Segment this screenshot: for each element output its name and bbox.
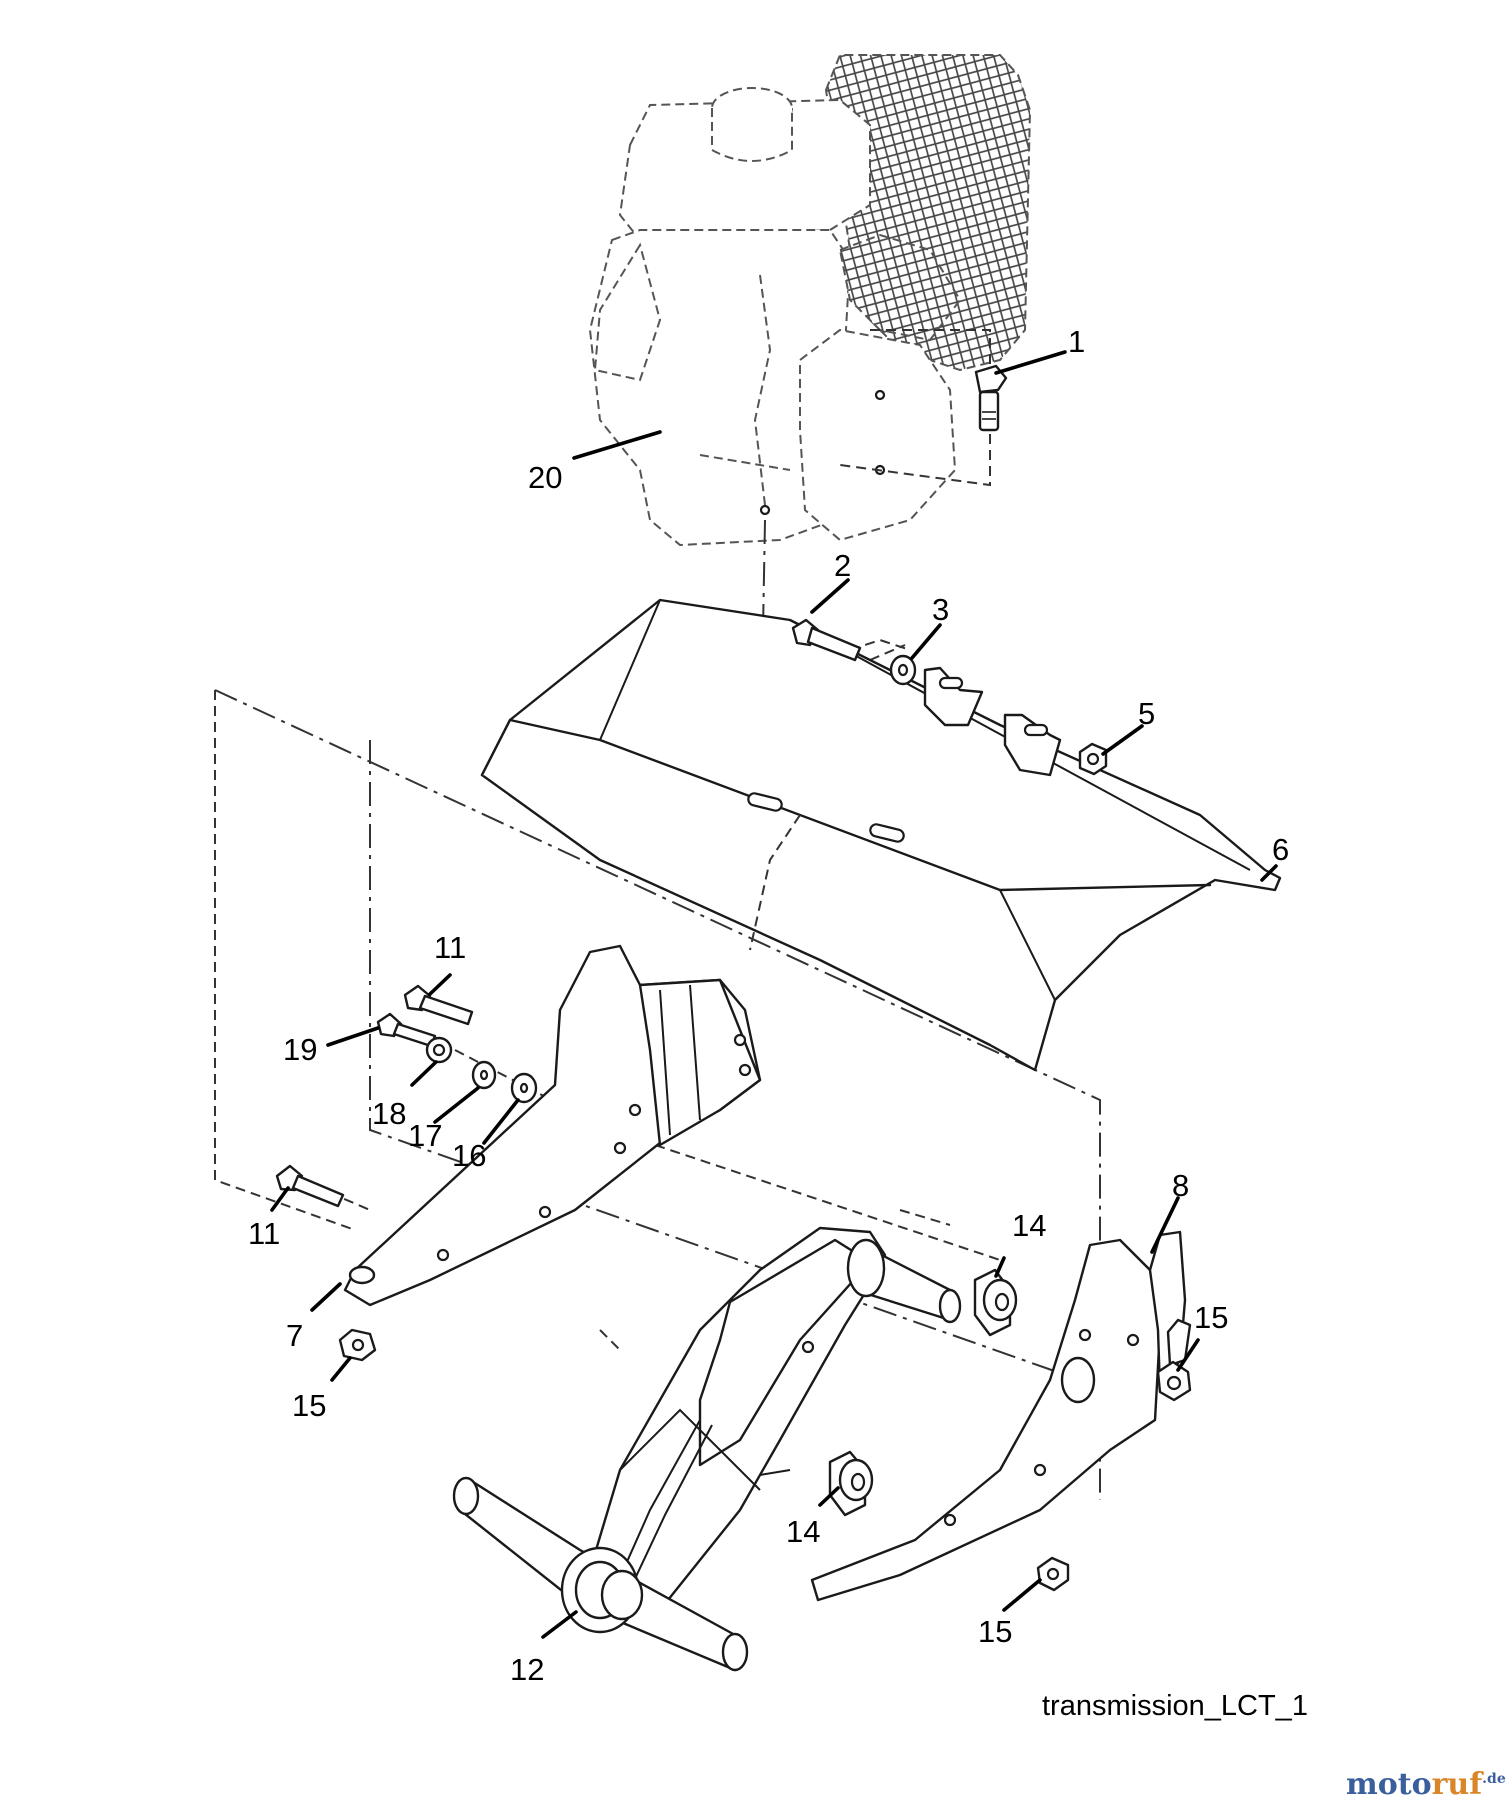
- callout-6: 6: [1272, 832, 1289, 867]
- bolt-19: [376, 1012, 437, 1048]
- callout-2: 2: [834, 548, 851, 583]
- callout-1: 1: [1068, 324, 1085, 359]
- callout-11-upper: 11: [434, 930, 466, 965]
- callout-15-right: 15: [1194, 1300, 1228, 1335]
- right-bracket: [810, 1230, 1192, 1602]
- washer-17: [471, 1060, 497, 1090]
- callout-5: 5: [1138, 696, 1155, 731]
- callout-8: 8: [1172, 1168, 1189, 1203]
- spacer-14-upper: [973, 1268, 1018, 1337]
- callout-15-bottom: 15: [978, 1614, 1012, 1649]
- motoruf-logo: motoruf.de: [1346, 1767, 1506, 1802]
- callout-17: 17: [408, 1118, 442, 1153]
- bolt-11-lower: [275, 1164, 345, 1208]
- washer-3: [889, 654, 917, 686]
- tine-shield: [480, 598, 1282, 1072]
- bolt-1: [974, 364, 1008, 432]
- spacer-14-lower: [828, 1450, 874, 1517]
- callout-12: 12: [510, 1652, 544, 1687]
- leader-lines: [270, 350, 1278, 1639]
- nut-15-bottom: [1036, 1556, 1070, 1592]
- callout-19: 19: [283, 1032, 317, 1067]
- diagram-reference: transmission_LCT_1: [1042, 1690, 1308, 1722]
- callout-labels: 1 20 2 3 5 6 11 19 18 17 16 11 7 15 8 14…: [248, 324, 1289, 1687]
- callout-3: 3: [932, 592, 949, 627]
- callout-16: 16: [452, 1138, 486, 1173]
- transmission: [452, 1226, 962, 1672]
- nut-5: [1078, 742, 1108, 776]
- left-bracket: [343, 944, 762, 1307]
- callout-7: 7: [286, 1318, 303, 1353]
- callout-15-left: 15: [292, 1388, 326, 1423]
- callout-14-lower: 14: [786, 1514, 820, 1549]
- bolt-11-upper: [403, 984, 474, 1026]
- callout-20: 20: [528, 460, 562, 495]
- engine-outline: [588, 54, 1032, 547]
- washer-16: [510, 1072, 538, 1104]
- callout-14-upper: 14: [1012, 1208, 1046, 1243]
- washer-18: [425, 1036, 453, 1064]
- nut-15-right: [1156, 1360, 1192, 1402]
- nut-15-left: [338, 1328, 377, 1362]
- shield-brackets: [923, 666, 1062, 777]
- callout-11-lower: 11: [248, 1216, 280, 1251]
- callout-18: 18: [372, 1096, 406, 1131]
- bolt-2: [791, 618, 862, 662]
